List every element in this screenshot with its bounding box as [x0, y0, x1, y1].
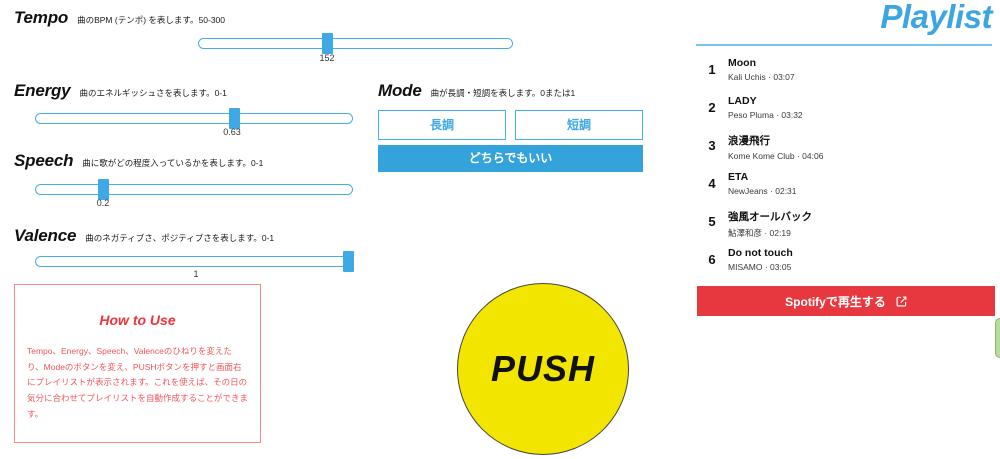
slider-thumb-energy[interactable]	[229, 108, 240, 129]
track-info: Do not touch MISAMO · 03:05	[728, 246, 793, 272]
param-header-tempo: Tempo 曲のBPM (テンポ) を表します。50-300	[14, 8, 225, 28]
track-meta: Kali Uchis · 03:07	[728, 72, 795, 82]
track-title: 強風オールバック	[728, 211, 812, 223]
mode-minor-button[interactable]: 短調	[515, 110, 643, 140]
how-to-use-title: How to Use	[99, 312, 176, 328]
param-title-tempo: Tempo	[14, 8, 69, 27]
track-title: Do not touch	[728, 247, 793, 259]
spotify-play-button[interactable]: Spotifyで再生する	[697, 286, 995, 316]
track-row[interactable]: 3 浪漫飛行 Kome Kome Club · 04:06	[690, 132, 1000, 170]
param-desc-energy: 曲のエネルギッシュさを表します。0-1	[79, 88, 227, 98]
track-row[interactable]: 5 強風オールバック 鮎澤和彦 · 02:19	[690, 208, 1000, 246]
track-row[interactable]: 6 Do not touch MISAMO · 03:05	[690, 246, 1000, 284]
external-link-icon	[896, 296, 907, 307]
param-header-valence: Valence 曲のネガティブさ、ポジティブさを表します。0-1	[14, 226, 274, 246]
track-info: LADY Peso Pluma · 03:32	[728, 94, 803, 120]
param-desc-tempo: 曲のBPM (テンポ) を表します。50-300	[77, 15, 226, 25]
green-side-tab[interactable]	[995, 318, 1000, 358]
slider-track-valence[interactable]	[35, 256, 353, 267]
track-row[interactable]: 2 LADY Peso Pluma · 03:32	[690, 94, 1000, 132]
param-title-valence: Valence	[14, 226, 77, 245]
track-list: 1 Moon Kali Uchis · 03:07 2 LADY Peso Pl…	[690, 56, 1000, 284]
track-row[interactable]: 4 ETA NewJeans · 02:31	[690, 170, 1000, 208]
param-header-mode: Mode 曲が長調・短調を表します。0または1	[378, 81, 575, 101]
param-title-energy: Energy	[14, 81, 71, 100]
playlist-title: Playlist	[880, 0, 992, 35]
slider-thumb-valence[interactable]	[343, 251, 354, 272]
slider-value-valence: 1	[193, 269, 199, 279]
track-info: ETA NewJeans · 02:31	[728, 170, 797, 196]
mode-major-button[interactable]: 長調	[378, 110, 506, 140]
param-title-mode: Mode	[378, 81, 422, 100]
param-desc-speech: 曲に歌がどの程度入っているかを表します。0-1	[82, 158, 264, 168]
track-index: 2	[708, 100, 716, 115]
how-to-use-box: How to Use Tempo、Energy、Speech、Valenceのひ…	[14, 284, 261, 443]
param-desc-mode: 曲が長調・短調を表します。0または1	[430, 88, 576, 98]
parameter-panel: Tempo 曲のBPM (テンポ) を表します。50-300 152 Energ…	[14, 8, 643, 455]
slider-value-energy: 0.63	[223, 127, 241, 137]
slider-thumb-speech[interactable]	[98, 179, 109, 200]
slider-track-speech[interactable]	[35, 184, 353, 195]
playlist-divider	[696, 44, 992, 46]
param-header-speech: Speech 曲に歌がどの程度入っているかを表します。0-1	[14, 151, 263, 171]
track-meta: Peso Pluma · 03:32	[728, 110, 803, 120]
param-title-speech: Speech	[14, 151, 74, 170]
spotify-play-label: Spotifyで再生する	[785, 294, 886, 309]
track-meta: MISAMO · 03:05	[728, 262, 792, 272]
track-index: 5	[708, 214, 716, 229]
track-info: 浪漫飛行 Kome Kome Club · 04:06	[728, 132, 823, 161]
push-button-label: PUSH	[490, 348, 596, 389]
track-info: Moon Kali Uchis · 03:07	[728, 56, 795, 82]
track-title: ETA	[728, 171, 749, 183]
slider-track-tempo[interactable]	[198, 38, 513, 49]
track-meta: Kome Kome Club · 04:06	[728, 151, 824, 161]
mode-either-button[interactable]: どちらでもいい	[378, 145, 643, 172]
slider-track-energy[interactable]	[35, 113, 353, 124]
track-title: LADY	[728, 95, 757, 107]
track-index: 1	[708, 62, 716, 77]
track-row[interactable]: 1 Moon Kali Uchis · 03:07	[690, 56, 1000, 94]
slider-thumb-tempo[interactable]	[322, 33, 333, 54]
slider-value-tempo: 152	[319, 53, 335, 63]
track-title: Moon	[728, 57, 756, 69]
param-desc-valence: 曲のネガティブさ、ポジティブさを表します。0-1	[85, 233, 275, 243]
track-title: 浪漫飛行	[728, 135, 770, 147]
param-header-energy: Energy 曲のエネルギッシュさを表します。0-1	[14, 81, 227, 101]
playlist-panel: Playlist 1 Moon Kali Uchis · 03:07 2 LAD…	[690, 0, 1000, 459]
track-info: 強風オールバック 鮎澤和彦 · 02:19	[728, 208, 812, 239]
track-index: 4	[708, 176, 716, 191]
how-to-use-body: Tempo、Energy、Speech、Valenceのひねりを変えたり、Mod…	[27, 346, 249, 419]
track-meta: NewJeans · 02:31	[728, 186, 797, 196]
track-meta: 鮎澤和彦 · 02:19	[728, 228, 791, 238]
mode-button-row: 長調 短調	[378, 110, 643, 140]
slider-value-speech: 0.2	[96, 198, 110, 208]
track-index: 3	[708, 138, 716, 153]
track-index: 6	[708, 252, 716, 267]
push-button[interactable]: PUSH	[457, 283, 629, 455]
